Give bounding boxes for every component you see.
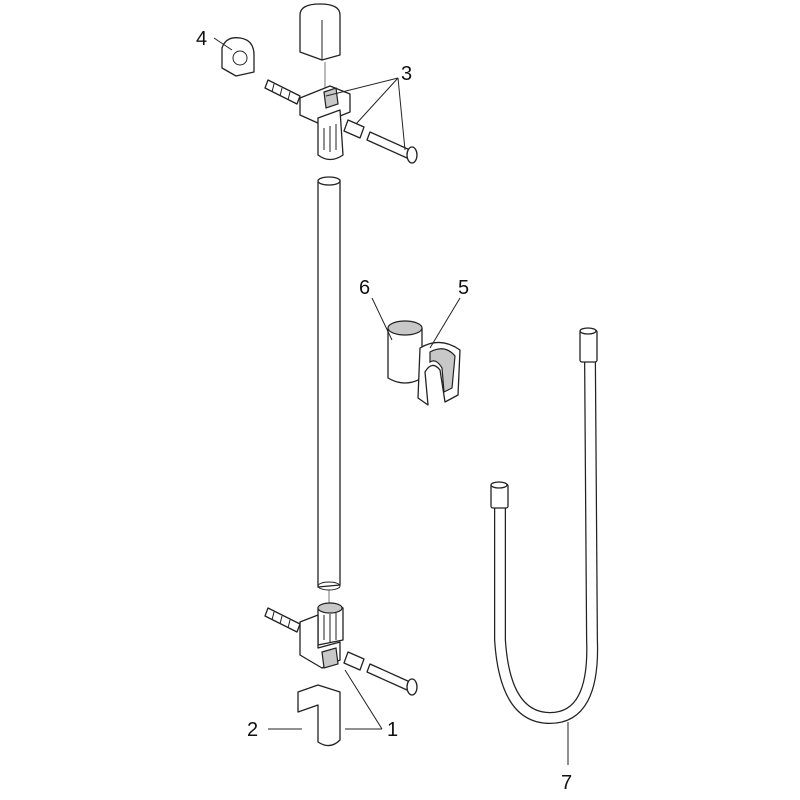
top-wall-plug-left	[264, 79, 301, 105]
callout-5: 5	[458, 277, 469, 299]
top-cover-cap	[299, 3, 341, 61]
top-anchor-and-screw	[343, 119, 418, 164]
callout-4: 4	[196, 28, 207, 50]
slide-rail-rod	[317, 176, 341, 591]
bottom-wall-plug-left	[264, 607, 301, 633]
callout-1: 1	[387, 719, 398, 741]
callout-2: 2	[247, 719, 258, 741]
top-wall-bracket	[299, 85, 351, 161]
cover-plate-part-4	[221, 37, 255, 77]
bottom-anchor-and-screw	[343, 651, 418, 696]
shower-hose	[490, 327, 599, 725]
bottom-wall-bracket	[299, 602, 344, 669]
leader-lines	[213, 37, 569, 765]
callout-7: 7	[561, 772, 572, 794]
shower-holder-slider	[387, 320, 461, 406]
bottom-cover-cap	[297, 684, 341, 747]
callout-6: 6	[359, 277, 370, 299]
callout-3: 3	[401, 63, 412, 85]
